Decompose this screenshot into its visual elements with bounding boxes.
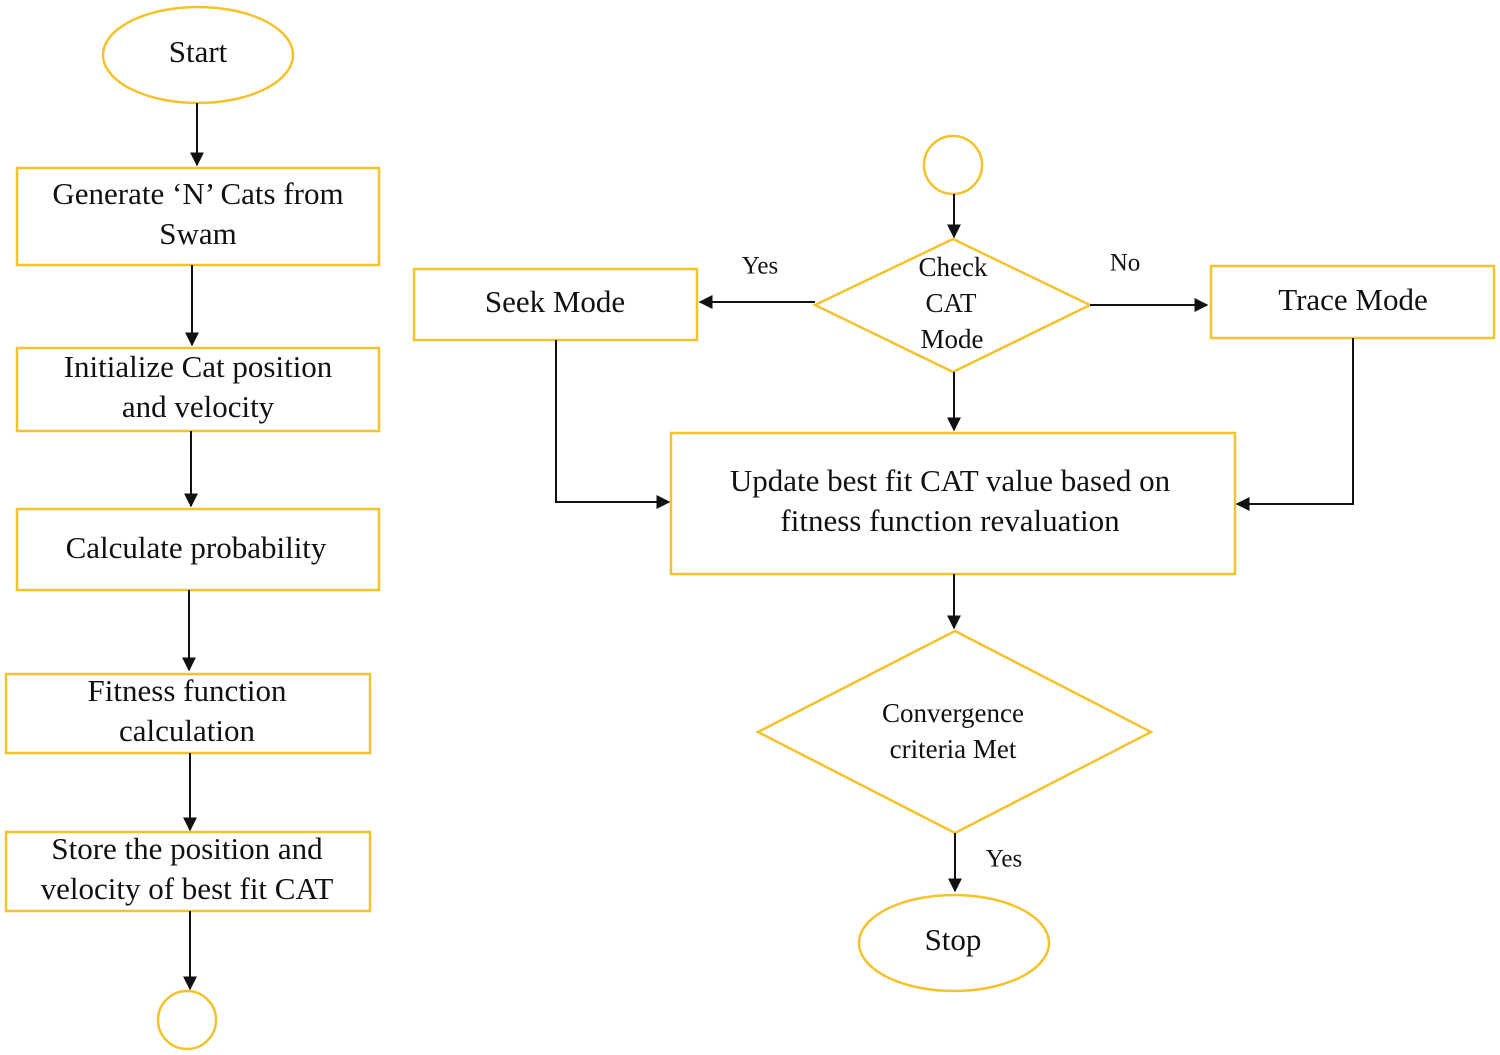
update-label-line2: fitness function revaluation	[780, 503, 1120, 538]
start-node: Start	[101, 5, 295, 105]
update-best-fit-node: Update best fit CAT value based on fitne…	[669, 431, 1237, 576]
connector-top-node	[922, 134, 984, 196]
check-label-line3: Mode	[921, 324, 984, 354]
convergence-decision: Convergence criteria Met	[755, 629, 1154, 835]
trace-mode-node: Trace Mode	[1209, 264, 1496, 340]
check-label-line2: CAT	[925, 288, 977, 318]
check-label-line1: Check	[919, 252, 988, 282]
fitness-label-line1: Fitness function	[88, 673, 287, 708]
store-node: Store the position and velocity of best …	[4, 830, 372, 913]
edge-label-no-trace: No	[1110, 250, 1141, 277]
edge-label-yes-stop: Yes	[986, 846, 1022, 873]
store-label-line1: Store the position and	[51, 831, 323, 866]
initialize-label-line2: and velocity	[122, 389, 275, 424]
convergence-label-line2: criteria Met	[890, 734, 1017, 764]
seek-mode-node: Seek Mode	[412, 267, 699, 342]
edge-trace-update	[1235, 338, 1354, 511]
edge-label-yes-seek: Yes	[742, 253, 778, 280]
probability-node: Calculate probability	[15, 507, 381, 592]
start-label: Start	[169, 34, 228, 69]
fitness-node: Fitness function calculation	[4, 672, 372, 755]
stop-node: Stop	[857, 893, 1051, 993]
connector-bottom-node	[156, 989, 218, 1051]
generate-label-line1: Generate ‘N’ Cats from	[52, 176, 343, 211]
stop-label: Stop	[925, 922, 982, 957]
fitness-label-line2: calculation	[119, 713, 255, 748]
probability-label: Calculate probability	[66, 530, 327, 565]
generate-label-line2: Swam	[159, 216, 237, 251]
edge-seek-update	[555, 340, 671, 509]
trace-label: Trace Mode	[1278, 282, 1428, 317]
check-mode-decision: Check CAT Mode	[812, 237, 1093, 374]
store-label-line2: velocity of best fit CAT	[41, 871, 334, 906]
initialize-node: Initialize Cat position and velocity	[15, 346, 381, 433]
initialize-label-line1: Initialize Cat position	[64, 349, 333, 384]
generate-cats-node: Generate ‘N’ Cats from Swam	[15, 166, 381, 267]
update-label-line1: Update best fit CAT value based on	[730, 463, 1171, 498]
convergence-label-line1: Convergence	[882, 698, 1024, 728]
seek-label: Seek Mode	[485, 284, 625, 319]
